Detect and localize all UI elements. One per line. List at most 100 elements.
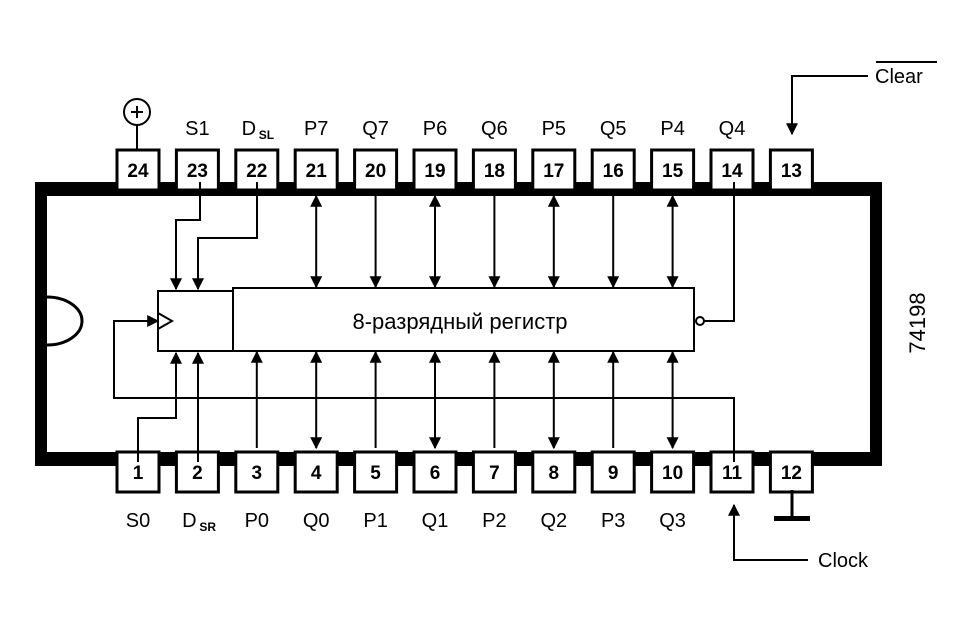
pin-box xyxy=(353,148,399,192)
pin-label: S0 xyxy=(126,510,150,532)
pin-label: Q1 xyxy=(422,510,449,532)
pin-label: P4 xyxy=(660,118,684,140)
pin-box xyxy=(531,450,577,494)
pin-label: D xyxy=(182,510,196,532)
pin-number: 15 xyxy=(662,161,684,182)
pin-box xyxy=(709,450,755,494)
pin-6: 6Q1 xyxy=(412,450,458,532)
pin-label: P3 xyxy=(601,510,625,532)
pin-label: P5 xyxy=(542,118,566,140)
pin-number: 14 xyxy=(721,161,743,182)
pin-number: 12 xyxy=(781,463,802,484)
pin-box xyxy=(293,450,339,494)
pin-14: 14 Q4 xyxy=(709,118,755,192)
pin-24: 24 xyxy=(115,148,161,192)
pin-label: Q3 xyxy=(659,510,686,532)
pin-label: Q7 xyxy=(362,118,389,140)
pin-box xyxy=(650,450,696,494)
pin-box xyxy=(293,148,339,192)
pin-20: 20 Q7 xyxy=(353,118,399,192)
pin-number: 4 xyxy=(311,463,322,484)
pin-number: 13 xyxy=(781,161,802,182)
register-label: 8-разрядный регистр xyxy=(352,309,567,334)
clock-signal: Clock xyxy=(728,503,869,572)
pin-box xyxy=(353,450,399,494)
pin-box xyxy=(590,148,636,192)
pin-9: 9P3 xyxy=(590,450,636,532)
pin-label: Q2 xyxy=(540,510,567,532)
pin-3: 3P0 xyxy=(234,450,280,532)
pin-number: 17 xyxy=(543,161,564,182)
pin-label: Q0 xyxy=(303,510,330,532)
pin-number: 16 xyxy=(603,161,624,182)
pin-number: 10 xyxy=(662,463,683,484)
internal-wiring xyxy=(113,182,735,462)
pin-box xyxy=(174,148,220,192)
clear-label: Clear xyxy=(875,66,923,88)
pin-1: 1S0 xyxy=(115,450,161,532)
pin-4: 4Q0 xyxy=(293,450,339,532)
pin-label: Q4 xyxy=(719,118,746,140)
pin-label: P2 xyxy=(482,510,506,532)
clock-label: Clock xyxy=(818,550,869,572)
pin-label: Q6 xyxy=(481,118,508,140)
clear-signal: Clear xyxy=(786,61,937,136)
pin-label: P0 xyxy=(245,510,269,532)
pin-box xyxy=(531,148,577,192)
pin-box xyxy=(590,450,636,494)
pin-label: P1 xyxy=(363,510,387,532)
pin-number: 7 xyxy=(489,463,500,484)
pin-15: 15 P4 xyxy=(650,118,696,192)
orientation-notch xyxy=(46,295,84,347)
pin-number: 6 xyxy=(430,463,441,484)
pin-box xyxy=(412,148,458,192)
pin-number: 22 xyxy=(246,161,267,182)
pin-label: Q5 xyxy=(600,118,627,140)
pin-number: 21 xyxy=(306,161,328,182)
pin-number: 11 xyxy=(722,463,743,484)
pin-16: 16 Q5 xyxy=(590,118,636,192)
pin-number: 9 xyxy=(608,463,619,484)
control-block xyxy=(157,290,234,352)
pin-number: 24 xyxy=(127,161,149,182)
pin-5: 5P1 xyxy=(353,450,399,532)
pin-13: 13 xyxy=(768,148,814,192)
pin-19: 19 P6 xyxy=(412,118,458,192)
pin-label: D xyxy=(242,118,256,140)
pin-number: 2 xyxy=(192,463,203,484)
pin-number: 20 xyxy=(365,161,386,182)
pin-label-subscript: SL xyxy=(259,128,274,142)
pin-8: 8Q2 xyxy=(531,450,577,532)
pin-box xyxy=(412,450,458,494)
pin-box xyxy=(471,148,517,192)
clock-input-symbol xyxy=(157,312,175,330)
pin-number: 1 xyxy=(133,463,144,484)
pin-17: 17 P5 xyxy=(531,118,577,192)
pin-label: S1 xyxy=(185,118,209,140)
pin-box xyxy=(650,148,696,192)
pin-11: 11 xyxy=(709,450,755,494)
pin-21: 21 P7 xyxy=(293,118,339,192)
clear-inverter-bubble xyxy=(695,316,705,326)
pin-label: P7 xyxy=(304,118,328,140)
vcc-symbol xyxy=(123,98,151,150)
data-lines xyxy=(250,194,679,450)
pin-12: 12 xyxy=(768,450,814,494)
pin-label-subscript: SR xyxy=(199,520,216,534)
pin-label: P6 xyxy=(423,118,447,140)
pin-box xyxy=(471,450,517,494)
pin-number: 5 xyxy=(370,463,381,484)
pin-box xyxy=(768,148,814,192)
pin-number: 19 xyxy=(424,161,445,182)
part-number: 74198 xyxy=(905,292,930,353)
pin-7: 7P2 xyxy=(471,450,517,532)
pin-number: 8 xyxy=(549,463,560,484)
